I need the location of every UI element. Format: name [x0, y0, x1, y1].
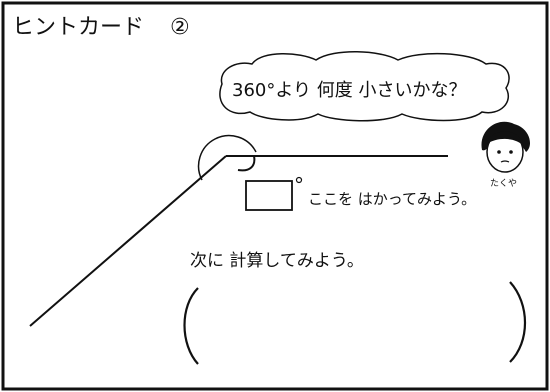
character-eye-right	[509, 150, 513, 154]
calc-instruction: 次に 計算してみよう。	[190, 251, 364, 271]
card-number: ②	[170, 15, 190, 40]
character-name: たくや	[490, 178, 517, 189]
speech-bubble	[219, 51, 510, 122]
speech-text: 360°より 何度 小さいかな？	[232, 80, 466, 101]
measure-instruction: ここを はかってみよう。	[308, 190, 476, 208]
character-hair-top	[486, 131, 524, 146]
left-parenthesis	[183, 287, 199, 365]
character-takuya: たくや	[481, 121, 530, 189]
angle-ray-diagonal	[29, 155, 227, 327]
degree-mark	[295, 176, 303, 184]
small-angle-arc	[237, 155, 256, 172]
measure-box	[245, 180, 293, 211]
right-parenthesis	[509, 281, 527, 363]
character-mouth	[500, 160, 510, 163]
character-eye-left	[497, 150, 501, 154]
card-title: ヒントカード	[12, 15, 144, 40]
reflex-angle-arc	[197, 134, 257, 181]
